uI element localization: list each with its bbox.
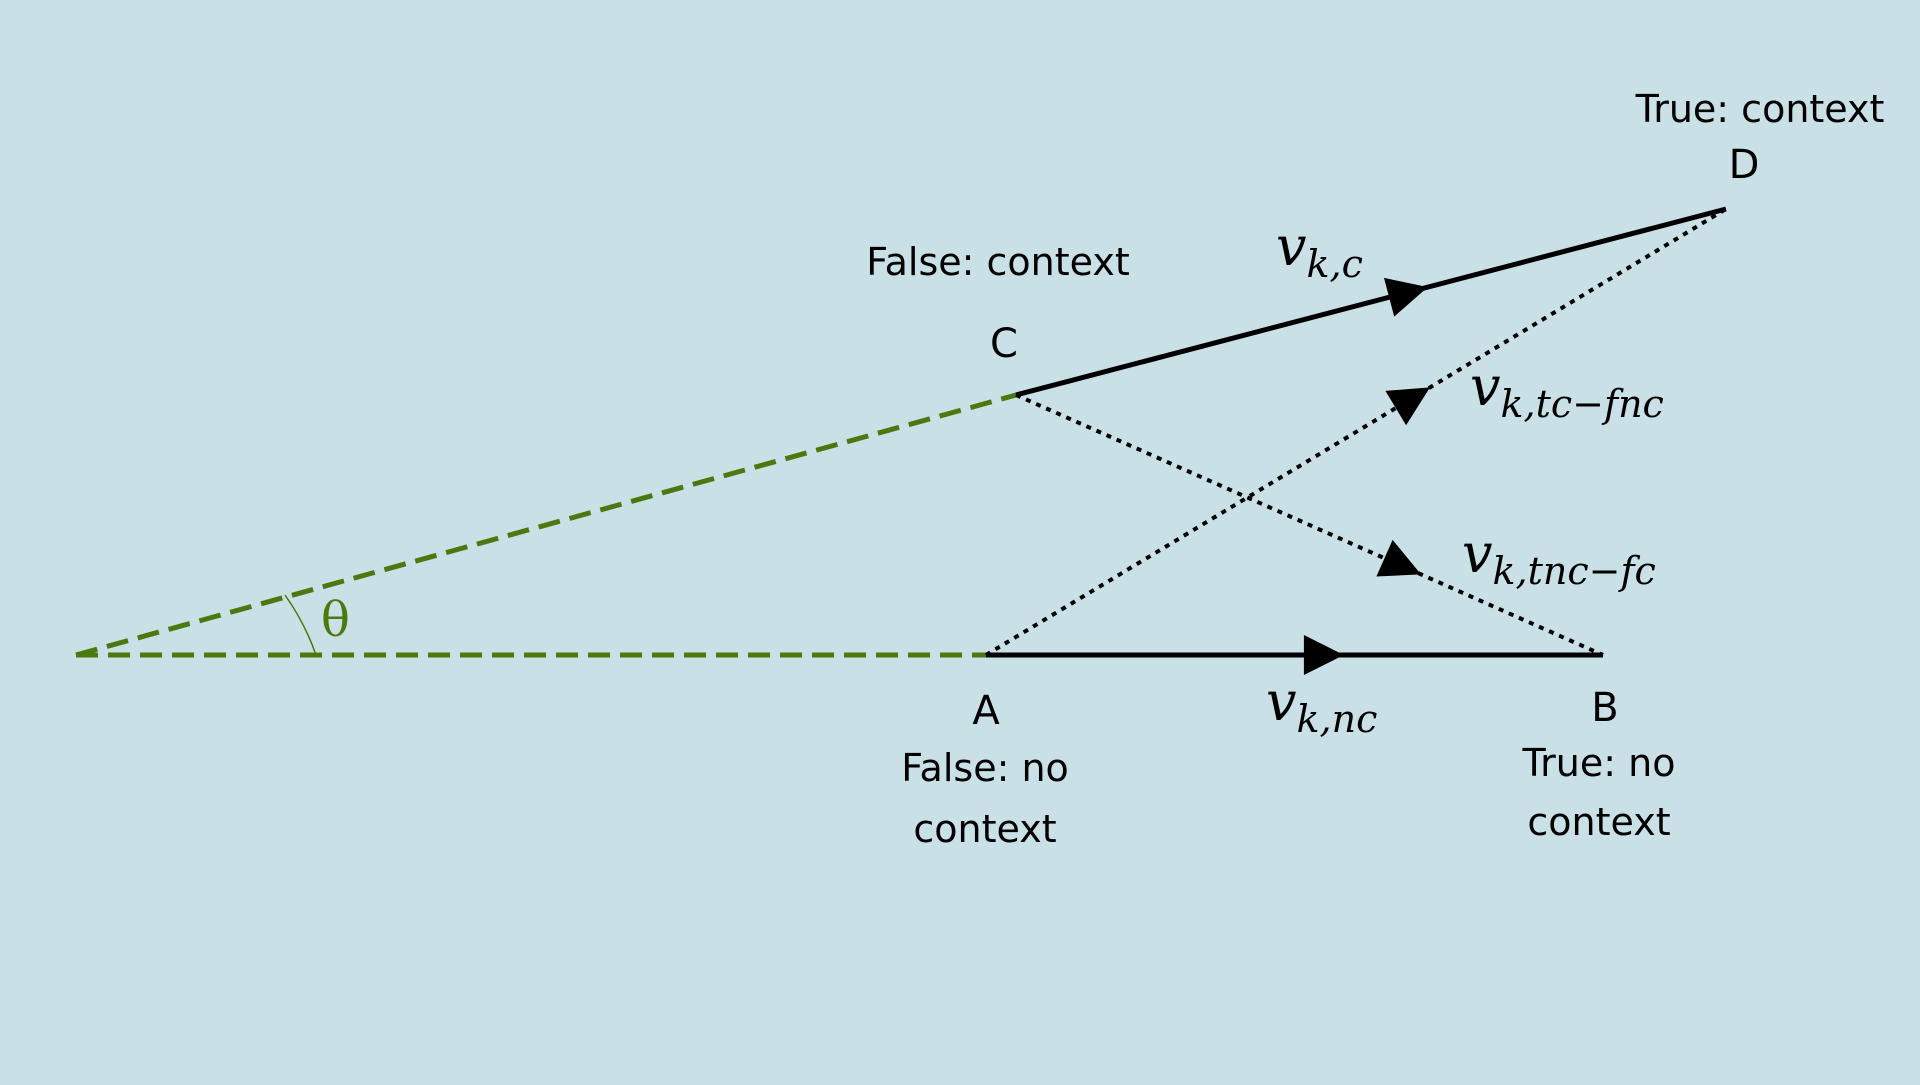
vector-label-v-k-tc-fnc: vk,tc−fnc — [1470, 355, 1664, 426]
angle-theta-arc — [284, 594, 317, 656]
vector-label-v-k-nc: vk,nc — [1266, 670, 1377, 741]
vector-line-c-to-d — [1015, 206, 1727, 398]
vector-line-c-to-b — [1015, 393, 1604, 657]
vector-label-v-k-tnc-fc: vk,tnc−fc — [1462, 522, 1656, 593]
vector-line-a-to-d — [984, 207, 1728, 657]
vector-label-v-k-c: vk,c — [1276, 215, 1363, 286]
point-d-letter: D — [1729, 142, 1760, 188]
angle-theta-label: θ — [321, 592, 350, 648]
point-b-letter: B — [1591, 685, 1618, 731]
point-c-description: False: context — [866, 240, 1130, 284]
dashed-extension-to-c — [75, 392, 1017, 658]
point-b-description-line-1: True: no — [1522, 741, 1676, 785]
point-a-description-line-2: context — [913, 807, 1056, 851]
point-c-letter: C — [990, 321, 1018, 367]
arrow-head-a-to-b — [1303, 635, 1344, 675]
point-b-description-line-2: context — [1527, 800, 1670, 844]
arrow-head-c-to-b — [1376, 539, 1421, 577]
arrow-head-c-to-d — [1384, 277, 1428, 317]
point-a-letter: A — [972, 688, 1000, 734]
arrow-head-a-to-d — [1385, 387, 1430, 426]
point-a-description-line-1: False: no — [901, 746, 1069, 790]
point-d-description: True: context — [1635, 87, 1885, 131]
